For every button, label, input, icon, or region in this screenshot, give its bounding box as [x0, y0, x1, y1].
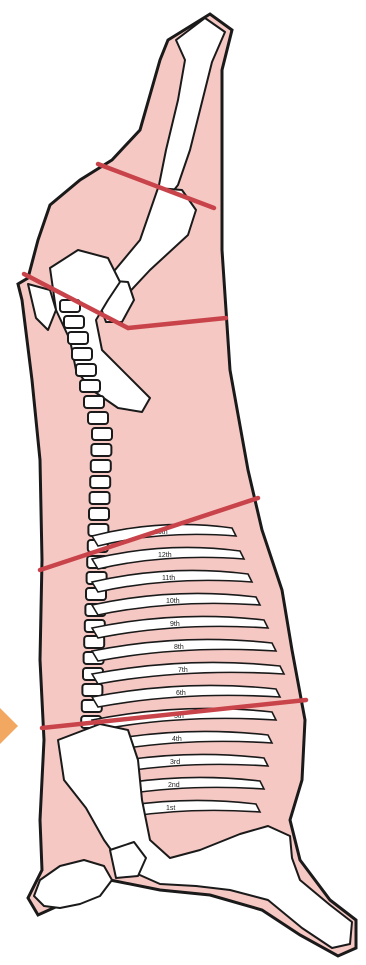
vertebra	[91, 444, 111, 456]
rib-label: 3rd	[170, 759, 180, 766]
vertebra	[80, 380, 100, 392]
rib-label: 7th	[178, 667, 188, 674]
rib-label: 10th	[166, 598, 180, 605]
vertebra	[76, 364, 96, 376]
vertebra	[90, 492, 110, 504]
vertebra	[89, 508, 109, 520]
vertebra	[91, 460, 111, 472]
rib-label: 2nd	[168, 782, 180, 789]
vertebra	[82, 684, 102, 696]
rib-label: 12th	[158, 552, 172, 559]
rib-label: 9th	[170, 621, 180, 628]
rib-label: 8th	[174, 644, 184, 651]
vertebra	[64, 316, 84, 328]
rib-label: 1st	[166, 805, 175, 812]
arrow-right-icon	[0, 708, 18, 744]
vertebra	[68, 332, 88, 344]
rib-label: 11th	[162, 575, 175, 582]
vertebra	[72, 348, 92, 360]
vertebra	[84, 396, 104, 408]
vertebra	[92, 428, 112, 440]
rib-label: 6th	[176, 690, 186, 697]
vertebra	[90, 476, 110, 488]
rib-label: 4th	[172, 736, 182, 743]
vertebra	[88, 412, 108, 424]
